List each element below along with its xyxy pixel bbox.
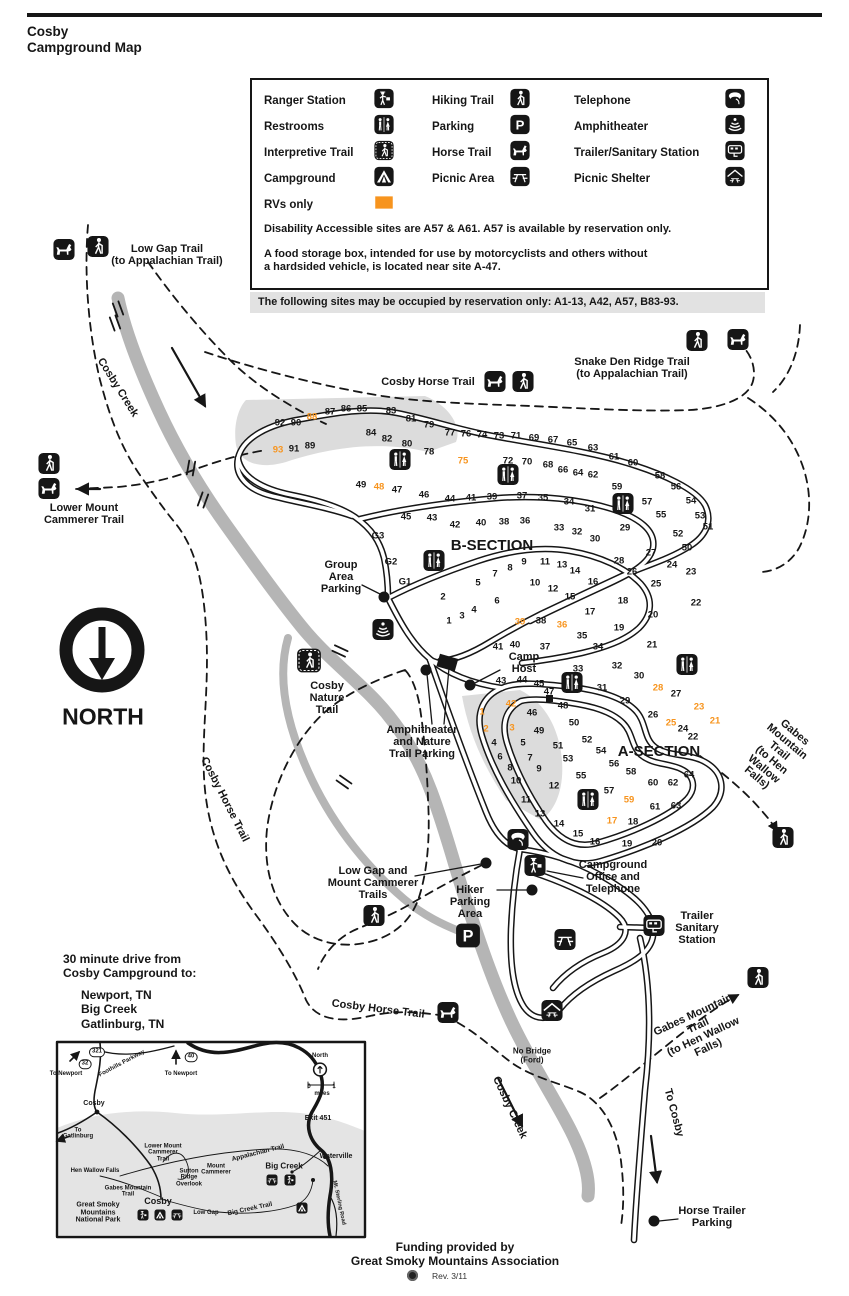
- legend-item-label: Campground: [264, 173, 336, 185]
- picnic-icon: [510, 166, 531, 192]
- drive-info-heading: 30 minute drive from Cosby Campground to…: [63, 952, 197, 981]
- revision-text: Rev. 3/11: [432, 1271, 468, 1281]
- legend-item-label: Telephone: [574, 95, 631, 107]
- top-rule: [27, 13, 822, 17]
- bridge-marks: [108, 300, 353, 790]
- legend-note-food-storage: A food storage box, intended for use by …: [264, 248, 648, 273]
- legend-item-label: Parking: [432, 121, 475, 133]
- legend-note-accessibility: Disability Accessible sites are A57 & A6…: [264, 223, 672, 235]
- restroom-icon: [374, 114, 395, 140]
- interp-icon: [374, 140, 395, 166]
- legend-item-label: RVs only: [264, 199, 313, 211]
- amphitheater-building: [436, 653, 553, 702]
- legend-item-label: Hiking Trail: [432, 95, 494, 107]
- food-storage-box: [546, 695, 553, 702]
- drive-info-destinations: Newport, TN Big Creek Gatlinburg, TN: [81, 988, 165, 1031]
- legend-item-label: Ranger Station: [264, 95, 346, 107]
- trailer-icon: [725, 140, 746, 166]
- title-line2: Campground Map: [27, 39, 142, 55]
- leaders-arrows: [75, 346, 679, 1222]
- dashed-trails: [75, 224, 811, 1227]
- phone-icon: [725, 88, 746, 114]
- association-logo: [407, 1270, 418, 1281]
- ranger-icon: [374, 88, 395, 114]
- legend-item-label: Horse Trail: [432, 147, 492, 159]
- legend-item-label: Picnic Shelter: [574, 173, 651, 185]
- north-arrow: [59, 607, 145, 693]
- rv-icon: [374, 192, 395, 218]
- legend-item-label: Interpretive Trail: [264, 147, 354, 159]
- legend-item-label: Trailer/Sanitary Station: [574, 147, 700, 159]
- horse-icon: [510, 140, 531, 166]
- reservation-banner: The following sites may be occupied by r…: [250, 292, 765, 313]
- amph-icon: [725, 114, 746, 140]
- inset-map: [55, 1040, 367, 1239]
- legend-item-label: Picnic Area: [432, 173, 495, 185]
- footer-credit: Funding provided by Great Smoky Mountain…: [350, 1240, 560, 1269]
- legend-item-label: Restrooms: [264, 121, 325, 133]
- roads-fill: [235, 408, 724, 1242]
- legend-box: Disability Accessible sites are A57 & A6…: [250, 78, 769, 290]
- shelter-icon: [725, 166, 746, 192]
- legend-item-label: Amphitheater: [574, 121, 649, 133]
- creek-paths: [111, 291, 595, 1203]
- page-title: Cosby Campground Map: [27, 24, 142, 55]
- parking-icon: [510, 114, 531, 140]
- title-line1: Cosby: [27, 24, 69, 39]
- tent-icon: [374, 166, 395, 192]
- hiker-icon: [510, 88, 531, 114]
- reservation-banner-text: The following sites may be occupied by r…: [258, 296, 679, 308]
